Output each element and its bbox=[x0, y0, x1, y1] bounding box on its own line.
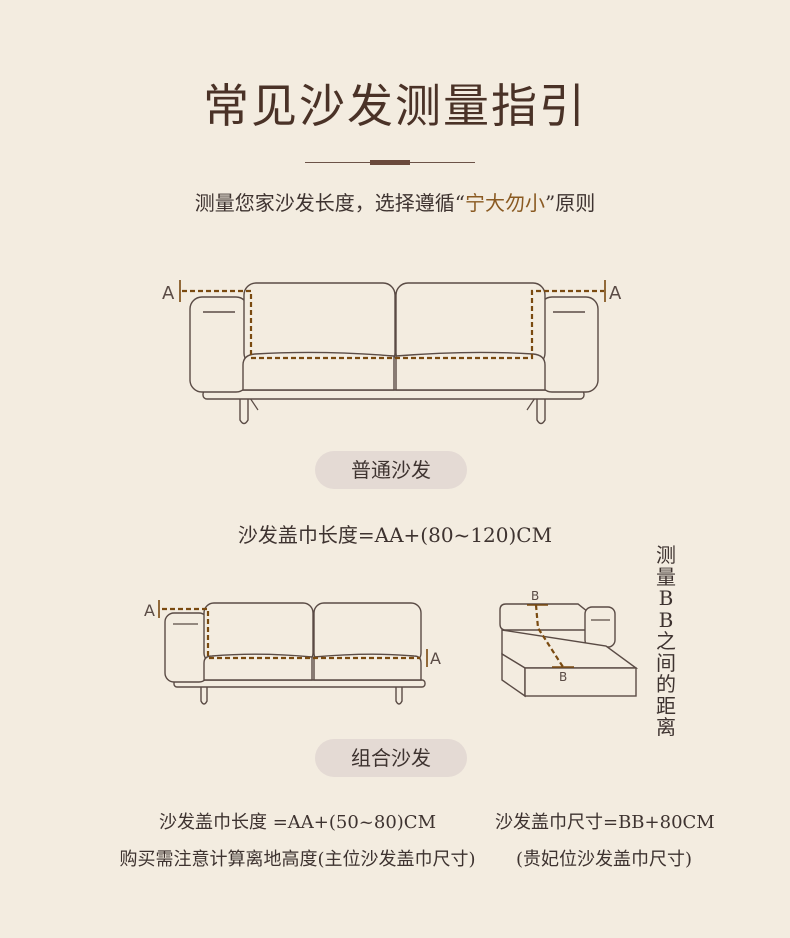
combo-sofa-illustration: A A bbox=[144, 600, 441, 705]
label-a-combo-left: A bbox=[144, 601, 155, 620]
normal-sofa-formula: 沙发盖巾长度=AA+(80~120)CM bbox=[237, 523, 553, 547]
chaise-sofa-illustration: B B bbox=[499, 589, 639, 698]
normal-sofa-label: 普通沙发 bbox=[315, 451, 467, 489]
label-a-right: A bbox=[609, 283, 622, 304]
normal-sofa-illustration: A A bbox=[162, 280, 622, 425]
label-a-combo-right: A bbox=[430, 649, 441, 668]
combo-sofa-label: 组合沙发 bbox=[315, 739, 467, 777]
title-divider bbox=[305, 160, 475, 166]
subtitle-suffix: ”原则 bbox=[545, 191, 596, 215]
label-a-left: A bbox=[162, 283, 175, 304]
subtitle: 测量您家沙发长度，选择遵循“宁大勿小”原则 bbox=[0, 187, 790, 216]
combo-note-right: (贵妃位沙发盖巾尺寸) bbox=[515, 849, 693, 870]
page-title: 常见沙发测量指引 bbox=[203, 79, 587, 133]
combo-formula-right: 沙发盖巾尺寸=BB+80CM bbox=[495, 812, 715, 833]
vertical-measure-note: 测量BB之间的距离 bbox=[656, 543, 676, 739]
combo-note-left: 购买需注意计算离地高度(主位沙发盖巾尺寸) bbox=[119, 849, 476, 870]
label-b-bottom: B bbox=[559, 670, 567, 684]
label-b-top: B bbox=[531, 589, 539, 603]
subtitle-prefix: 测量您家沙发长度，选择遵循“ bbox=[194, 191, 465, 215]
combo-formula-left: 沙发盖巾长度 =AA+(50~80)CM bbox=[158, 812, 437, 833]
subtitle-highlight: 宁大勿小 bbox=[465, 191, 545, 215]
